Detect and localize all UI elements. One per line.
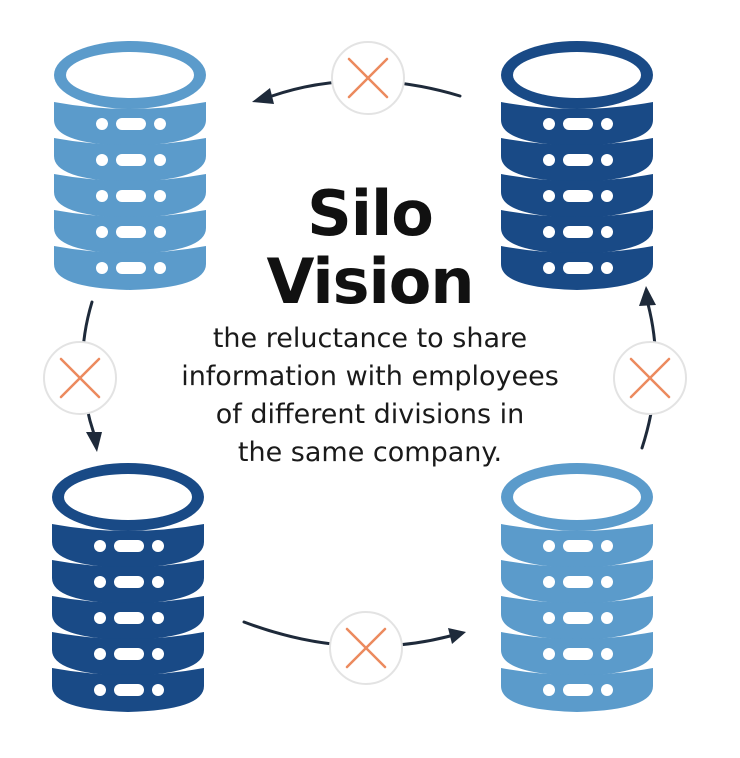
cross-top-icon (330, 40, 406, 116)
definition-line-2: information with employees (181, 361, 559, 392)
definition-line-4: the same company. (237, 437, 503, 468)
database-top-left-icon (54, 41, 206, 290)
definition-line-1: the reluctance to share (212, 323, 528, 354)
database-bottom-left-icon (52, 463, 204, 712)
cross-left-icon (42, 340, 118, 416)
database-bottom-right-icon (501, 463, 653, 712)
cross-right-icon (612, 340, 688, 416)
title-line-2: Vision (266, 245, 474, 318)
definition-text: the reluctance to share information with… (150, 320, 590, 472)
page-title: Silo Vision (200, 180, 540, 316)
arrowhead-bottom-icon (448, 628, 466, 644)
title-line-1: Silo (307, 177, 434, 250)
arrowhead-top-icon (252, 88, 274, 104)
arrowhead-right-icon (639, 286, 656, 306)
arrowhead-left-icon (86, 432, 102, 452)
definition-line-3: of different divisions in (215, 399, 525, 430)
cross-bottom-icon (328, 610, 404, 686)
